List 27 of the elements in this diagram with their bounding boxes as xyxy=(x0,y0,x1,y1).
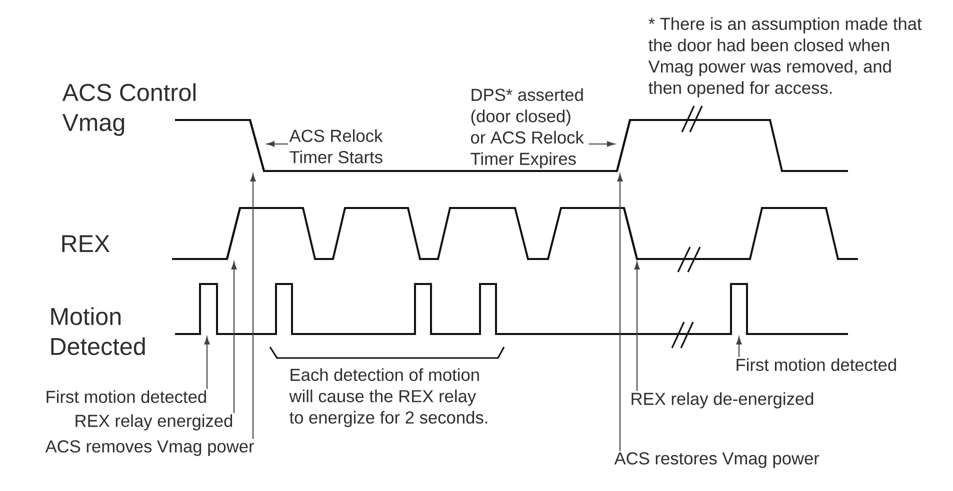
annotation: REX relay de-energized xyxy=(632,392,814,408)
falling-edge xyxy=(623,208,638,260)
rising-edge xyxy=(616,120,631,172)
leader-arrow xyxy=(634,262,640,391)
bracket-note: Each detection of motion will cause the REX relay to energize for 2 seconds. xyxy=(289,368,488,428)
pulse xyxy=(730,283,748,334)
leader-arrow xyxy=(231,262,237,413)
annotation: ACS restores Vmag power xyxy=(614,452,820,468)
rising-edge xyxy=(226,208,241,260)
signal-label: REX xyxy=(62,235,110,252)
leader-arrow xyxy=(617,174,623,451)
annotation: REX relay energized xyxy=(76,414,232,430)
leader-arrow xyxy=(736,336,742,357)
leader-arrow xyxy=(250,174,256,439)
leader-arrow xyxy=(266,141,288,147)
annotation: DPS* asserted (door closed) or ACS Relock Timer Expires xyxy=(470,88,584,168)
leader-arrow xyxy=(588,141,615,147)
annotation: First motion detected xyxy=(46,390,206,403)
annotation: ACS removes Vmag power xyxy=(45,440,254,456)
footnote: * There is an assumption made that the door had been closed when Vmag power was removed, and then opened for access. xyxy=(648,17,922,98)
pulse xyxy=(199,283,218,334)
annotation: ACS Relock Timer Starts xyxy=(289,129,383,164)
signal-label: ACS Control Vmag xyxy=(62,83,196,136)
falling-edge xyxy=(249,120,265,172)
signal-label: Motion Detected xyxy=(51,307,145,356)
annotation: First motion detected xyxy=(736,358,896,371)
leader-arrow xyxy=(204,336,210,389)
